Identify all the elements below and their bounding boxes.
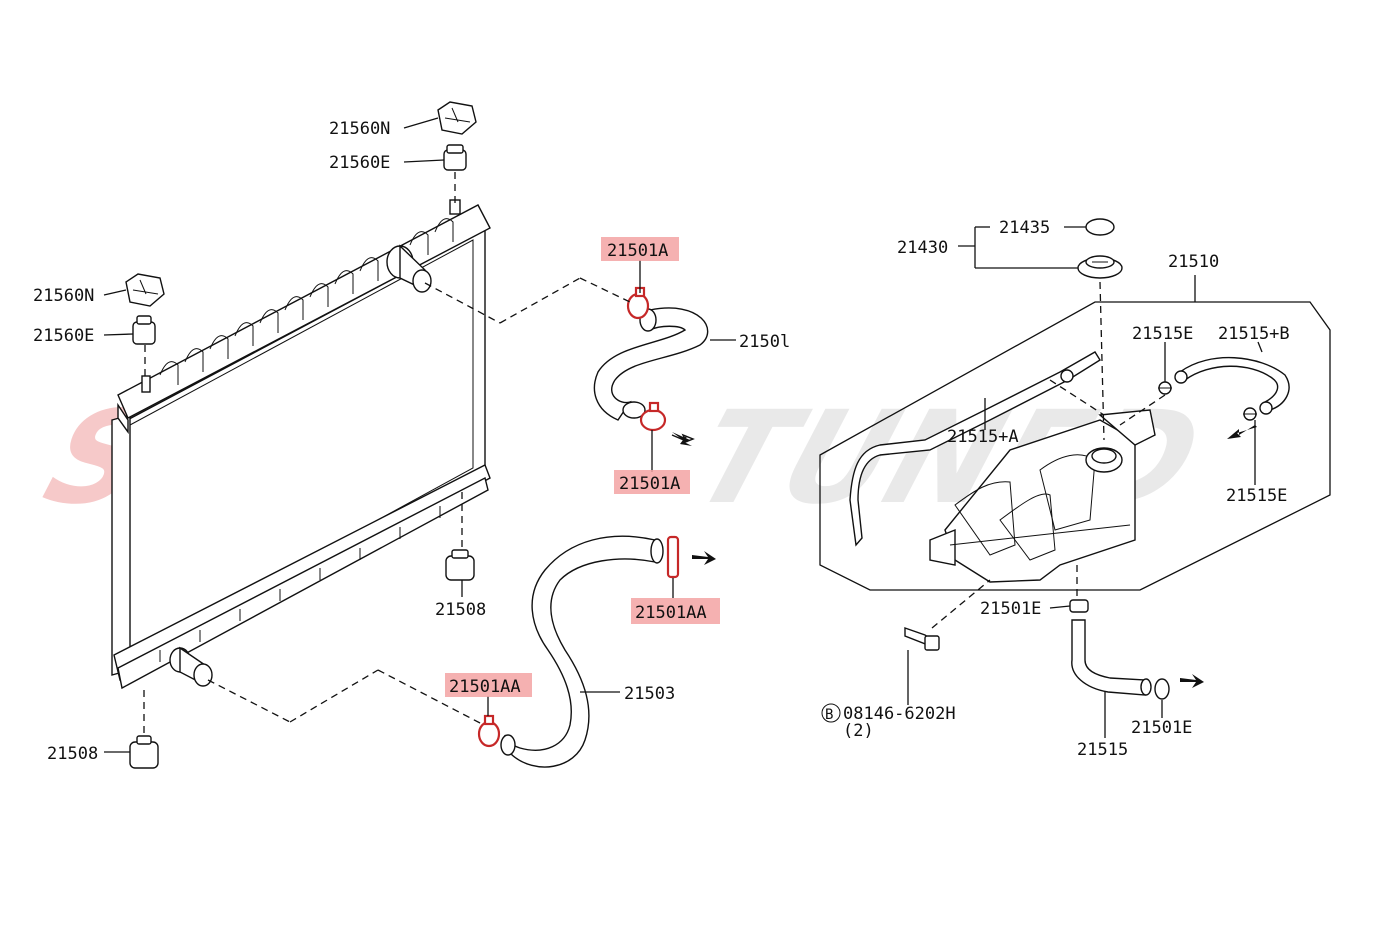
label-21435: 21435 bbox=[999, 218, 1050, 238]
clip-21515E-right bbox=[1243, 407, 1257, 421]
label-21515B: 21515+B bbox=[1218, 324, 1290, 344]
radiator-cap-21430 bbox=[1077, 255, 1123, 279]
label-21508-mid: 21508 bbox=[435, 600, 486, 620]
label-21508-bottom: 21508 bbox=[47, 744, 98, 764]
watermark-right: TUNED bbox=[677, 383, 1217, 532]
arrow-right-icon bbox=[1180, 674, 1204, 688]
bushing-21508-mid bbox=[445, 549, 475, 581]
lower-hose-21503 bbox=[500, 535, 664, 768]
label-21560E-top: 21560E bbox=[329, 153, 390, 173]
bushing-21560E-top bbox=[443, 144, 467, 171]
bolt-08146-6202H bbox=[904, 627, 940, 651]
label-21510: 21510 bbox=[1168, 252, 1219, 272]
label-21560N-left: 21560N bbox=[33, 286, 94, 306]
radiator bbox=[111, 199, 491, 690]
bushing-21508-bottom bbox=[129, 735, 159, 769]
clamp-21501E-right bbox=[1154, 678, 1170, 700]
label-21501AA-bottom: 21501AA bbox=[449, 677, 521, 697]
reservoir-tank bbox=[929, 409, 1156, 583]
highlight-21501A-mid bbox=[614, 470, 690, 494]
hose-21515 bbox=[1071, 619, 1152, 696]
label-21501E-left: 21501E bbox=[980, 599, 1041, 619]
highlight-21501AA-bottom bbox=[445, 673, 532, 697]
label-21501A-mid: 21501A bbox=[619, 474, 680, 494]
label-bolt-number: 08146-6202H bbox=[843, 704, 956, 724]
seal-21435 bbox=[1085, 218, 1115, 236]
label-21515A: 21515+A bbox=[947, 427, 1019, 447]
label-bolt-qty: (2) bbox=[843, 721, 874, 741]
mount-21560N-left bbox=[125, 273, 165, 307]
label-21430: 21430 bbox=[897, 238, 948, 258]
clip-21515E-top bbox=[1158, 381, 1172, 395]
mount-21560N-top bbox=[437, 101, 477, 135]
label-21501AA-right: 21501AA bbox=[635, 603, 707, 623]
clamp-21501AA-bottom bbox=[477, 714, 501, 748]
reservoir-group-outline bbox=[819, 301, 1331, 591]
label-21503: 21503 bbox=[624, 684, 675, 704]
hose-21515A bbox=[849, 351, 1101, 547]
arrow-right-icon bbox=[692, 551, 716, 565]
bushing-21560E-left bbox=[132, 315, 156, 345]
label-21515: 21515 bbox=[1077, 740, 1128, 760]
label-21515E-top: 21515E bbox=[1132, 324, 1193, 344]
hose-21515B bbox=[1174, 356, 1290, 415]
label-21515E-right: 21515E bbox=[1226, 486, 1287, 506]
top-tank-ribs bbox=[159, 218, 454, 385]
clamp-21501A-mid bbox=[639, 401, 667, 432]
highlight-21501A-top bbox=[601, 237, 679, 261]
highlight-21501AA-right bbox=[631, 598, 720, 624]
label-21501E-right: 21501E bbox=[1131, 718, 1192, 738]
arrow-right-icon bbox=[672, 432, 692, 446]
label-21501A-top: 21501A bbox=[607, 241, 668, 261]
bottom-tank-ribs bbox=[159, 506, 441, 662]
label-21501: 2150l bbox=[739, 332, 790, 352]
arrow-left-icon bbox=[1227, 425, 1257, 439]
clamp-21501E-left bbox=[1069, 599, 1089, 613]
label-21560N-top: 21560N bbox=[329, 119, 390, 139]
label-21560E-left: 21560E bbox=[33, 326, 94, 346]
bolt-callout: B 08146-6202H (2) bbox=[821, 703, 956, 741]
clamp-21501A-top bbox=[626, 286, 650, 320]
clamp-21501AA-right bbox=[666, 535, 680, 579]
bolt-circle-letter: B bbox=[825, 707, 833, 723]
